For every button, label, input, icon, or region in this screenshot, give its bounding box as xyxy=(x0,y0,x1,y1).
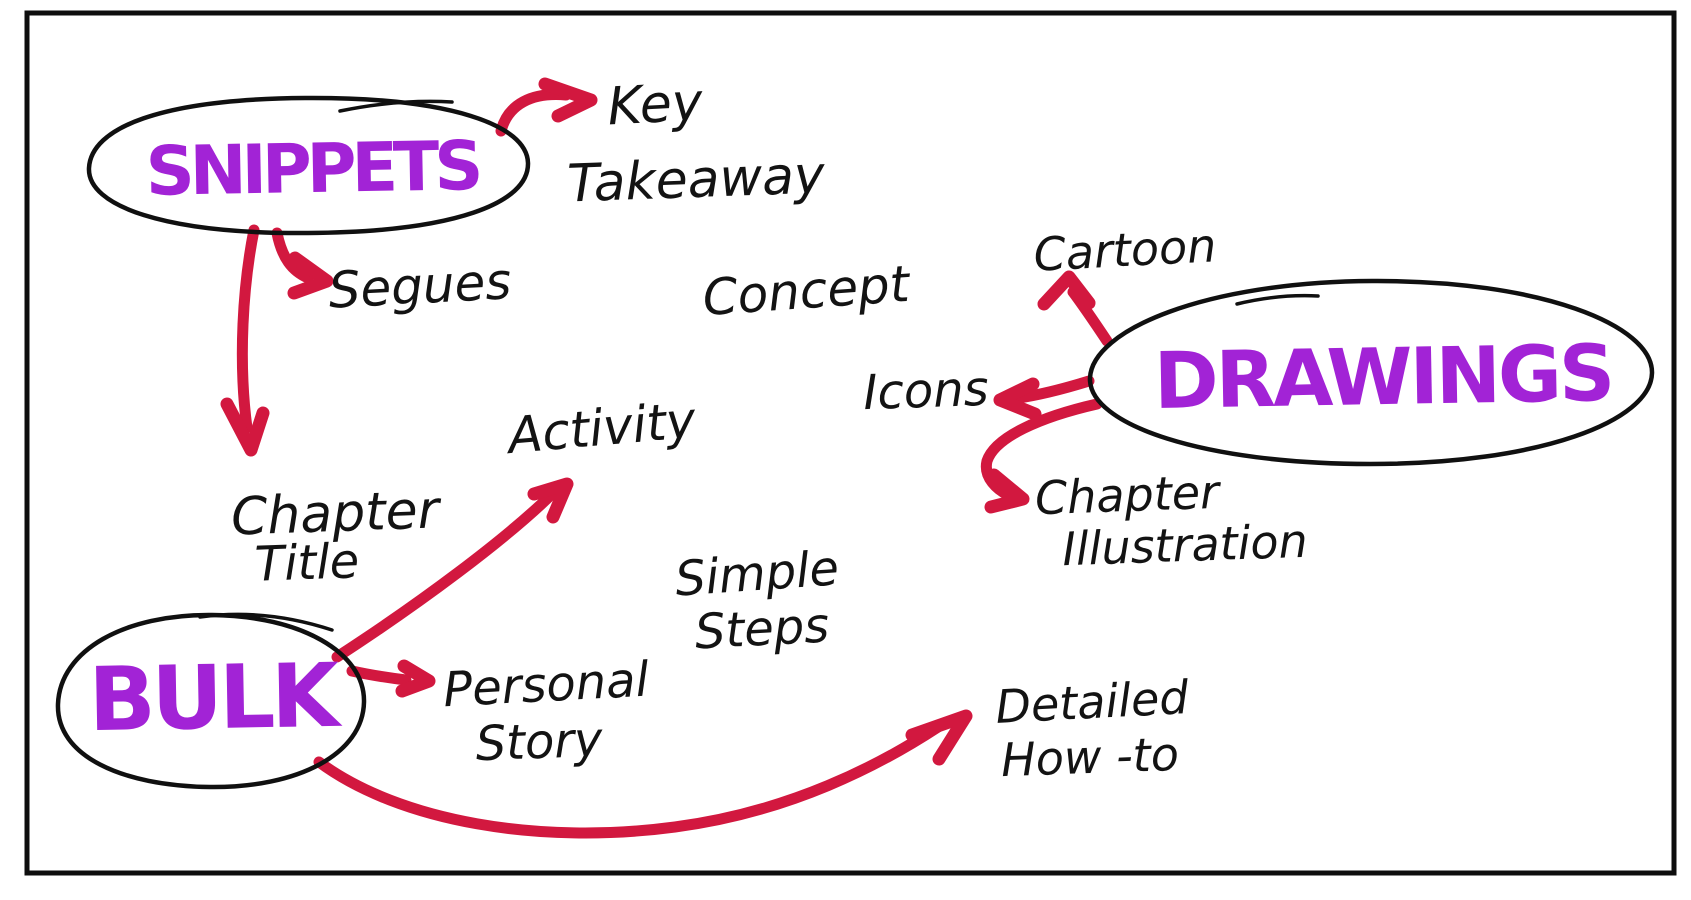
label-story: Story xyxy=(475,712,604,772)
bulk-ellipse xyxy=(55,612,367,790)
label-takeaway: Takeaway xyxy=(566,145,826,214)
node-label-bulk: BULK xyxy=(88,644,343,751)
label-personal: Personal xyxy=(442,652,651,719)
label-chapter-2: Chapter xyxy=(1034,465,1223,525)
canvas-border xyxy=(24,10,1677,876)
edge-bulk-activity xyxy=(331,477,574,663)
label-title: Title xyxy=(254,533,360,593)
label-detailed: Detailed xyxy=(994,670,1190,734)
label-key: Key xyxy=(606,72,705,137)
snippets-ellipse-sketch-stroke xyxy=(338,99,454,113)
label-detailed-how-to: Detailed How -to xyxy=(994,670,1190,787)
label-chapter-title: Chapter Title xyxy=(230,480,443,593)
label-key-takeaway: Key Takeaway xyxy=(566,72,826,214)
edge-bulk-detailed-how-to xyxy=(313,709,973,839)
node-drawings: DRAWINGS xyxy=(1087,278,1655,467)
node-snippets: SNIPPETS xyxy=(86,95,531,236)
label-simple-steps: Simple Steps xyxy=(673,540,840,660)
label-how-to: How -to xyxy=(1000,727,1180,787)
drawings-ellipse-sketch-stroke xyxy=(1235,293,1320,306)
label-activity: Activity xyxy=(503,391,700,466)
edge-snippets-segues xyxy=(271,227,334,300)
label-icons: Icons xyxy=(862,361,989,421)
snippets-ellipse xyxy=(86,95,531,236)
edge-drawings-cartoon xyxy=(1037,270,1113,347)
label-steps: Steps xyxy=(693,598,830,661)
label-chapter: Chapter xyxy=(230,480,443,547)
label-simple: Simple xyxy=(673,540,840,607)
label-segues: Segues xyxy=(327,252,513,319)
edge-drawings-icons xyxy=(993,375,1095,421)
bulk-ellipse-sketch-stroke xyxy=(198,612,334,632)
edge-snippets-key-takeaway xyxy=(495,77,598,137)
label-cartoon: Cartoon xyxy=(1032,218,1217,281)
label-personal-story: Personal Story xyxy=(442,652,651,773)
node-label-snippets: SNIPPETS xyxy=(145,127,479,212)
edge-drawings-chapter-illustration xyxy=(980,398,1103,514)
label-illustration: Illustration xyxy=(1061,514,1308,577)
edge-snippets-chapter-title xyxy=(220,224,270,457)
node-label-drawings: DRAWINGS xyxy=(1153,329,1613,427)
node-bulk: BULK xyxy=(55,612,367,790)
label-concept: Concept xyxy=(701,255,914,327)
drawings-ellipse xyxy=(1087,278,1655,467)
label-chapter-illustration: Chapter Illustration xyxy=(1034,465,1308,577)
